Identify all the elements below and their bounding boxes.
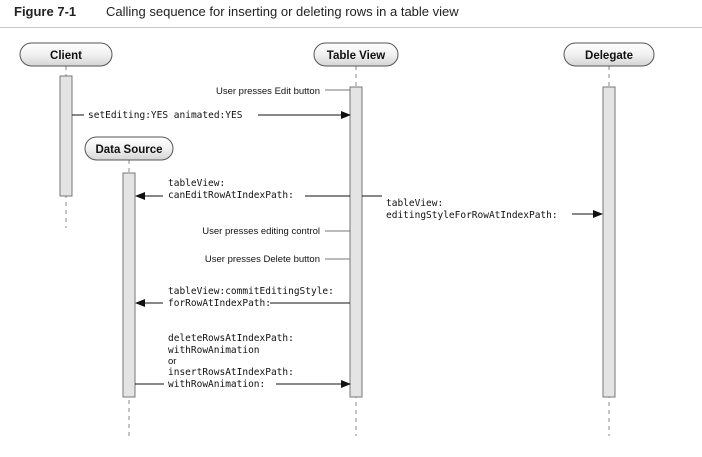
figure-number: Figure 7-1 xyxy=(14,4,77,19)
data-source-participant: Data Source xyxy=(84,136,174,161)
figure-caption: Figure 7-1 Calling sequence for inserting… xyxy=(14,4,459,28)
delegate-activation-bar xyxy=(602,86,616,398)
can-edit-label-line1: tableView: xyxy=(168,178,225,189)
commit-label-line1: tableView:commitEditingStyle: xyxy=(168,286,334,297)
insert-label-line2: withRowAnimation: xyxy=(168,379,265,390)
client-label: Client xyxy=(50,50,82,62)
table-view-participant: Table View xyxy=(313,42,399,67)
editing-style-label-line1: tableView: xyxy=(386,198,443,209)
or-label: or xyxy=(168,356,176,367)
client-participant: Client xyxy=(19,42,113,67)
user-presses-control-label: User presses editing control xyxy=(202,226,320,237)
delete-label-line2: withRowAnimation xyxy=(168,345,260,356)
caption-divider xyxy=(0,27,702,28)
data-source-label: Data Source xyxy=(95,144,162,156)
table-view-label: Table View xyxy=(327,50,385,62)
commit-label-line2: forRowAtIndexPath: xyxy=(168,298,271,309)
figure-title: Calling sequence for inserting or deleti… xyxy=(106,4,459,19)
insert-label-line1: insertRowsAtIndexPath: xyxy=(168,367,294,378)
set-editing-label: setEditing:YES animated:YES xyxy=(88,110,243,121)
delete-label-line1: deleteRowsAtIndexPath: xyxy=(168,333,294,344)
user-presses-delete-label: User presses Delete button xyxy=(205,254,320,265)
editing-style-label-line2: editingStyleForRowAtIndexPath: xyxy=(386,210,558,221)
delegate-label: Delegate xyxy=(585,50,633,62)
data-source-activation-bar xyxy=(122,172,136,398)
delegate-participant: Delegate xyxy=(563,42,655,67)
user-presses-edit-label: User presses Edit button xyxy=(216,86,320,97)
table-view-activation-bar xyxy=(349,86,363,398)
client-activation-bar xyxy=(59,75,73,197)
can-edit-label-line2: canEditRowAtIndexPath: xyxy=(168,190,294,201)
